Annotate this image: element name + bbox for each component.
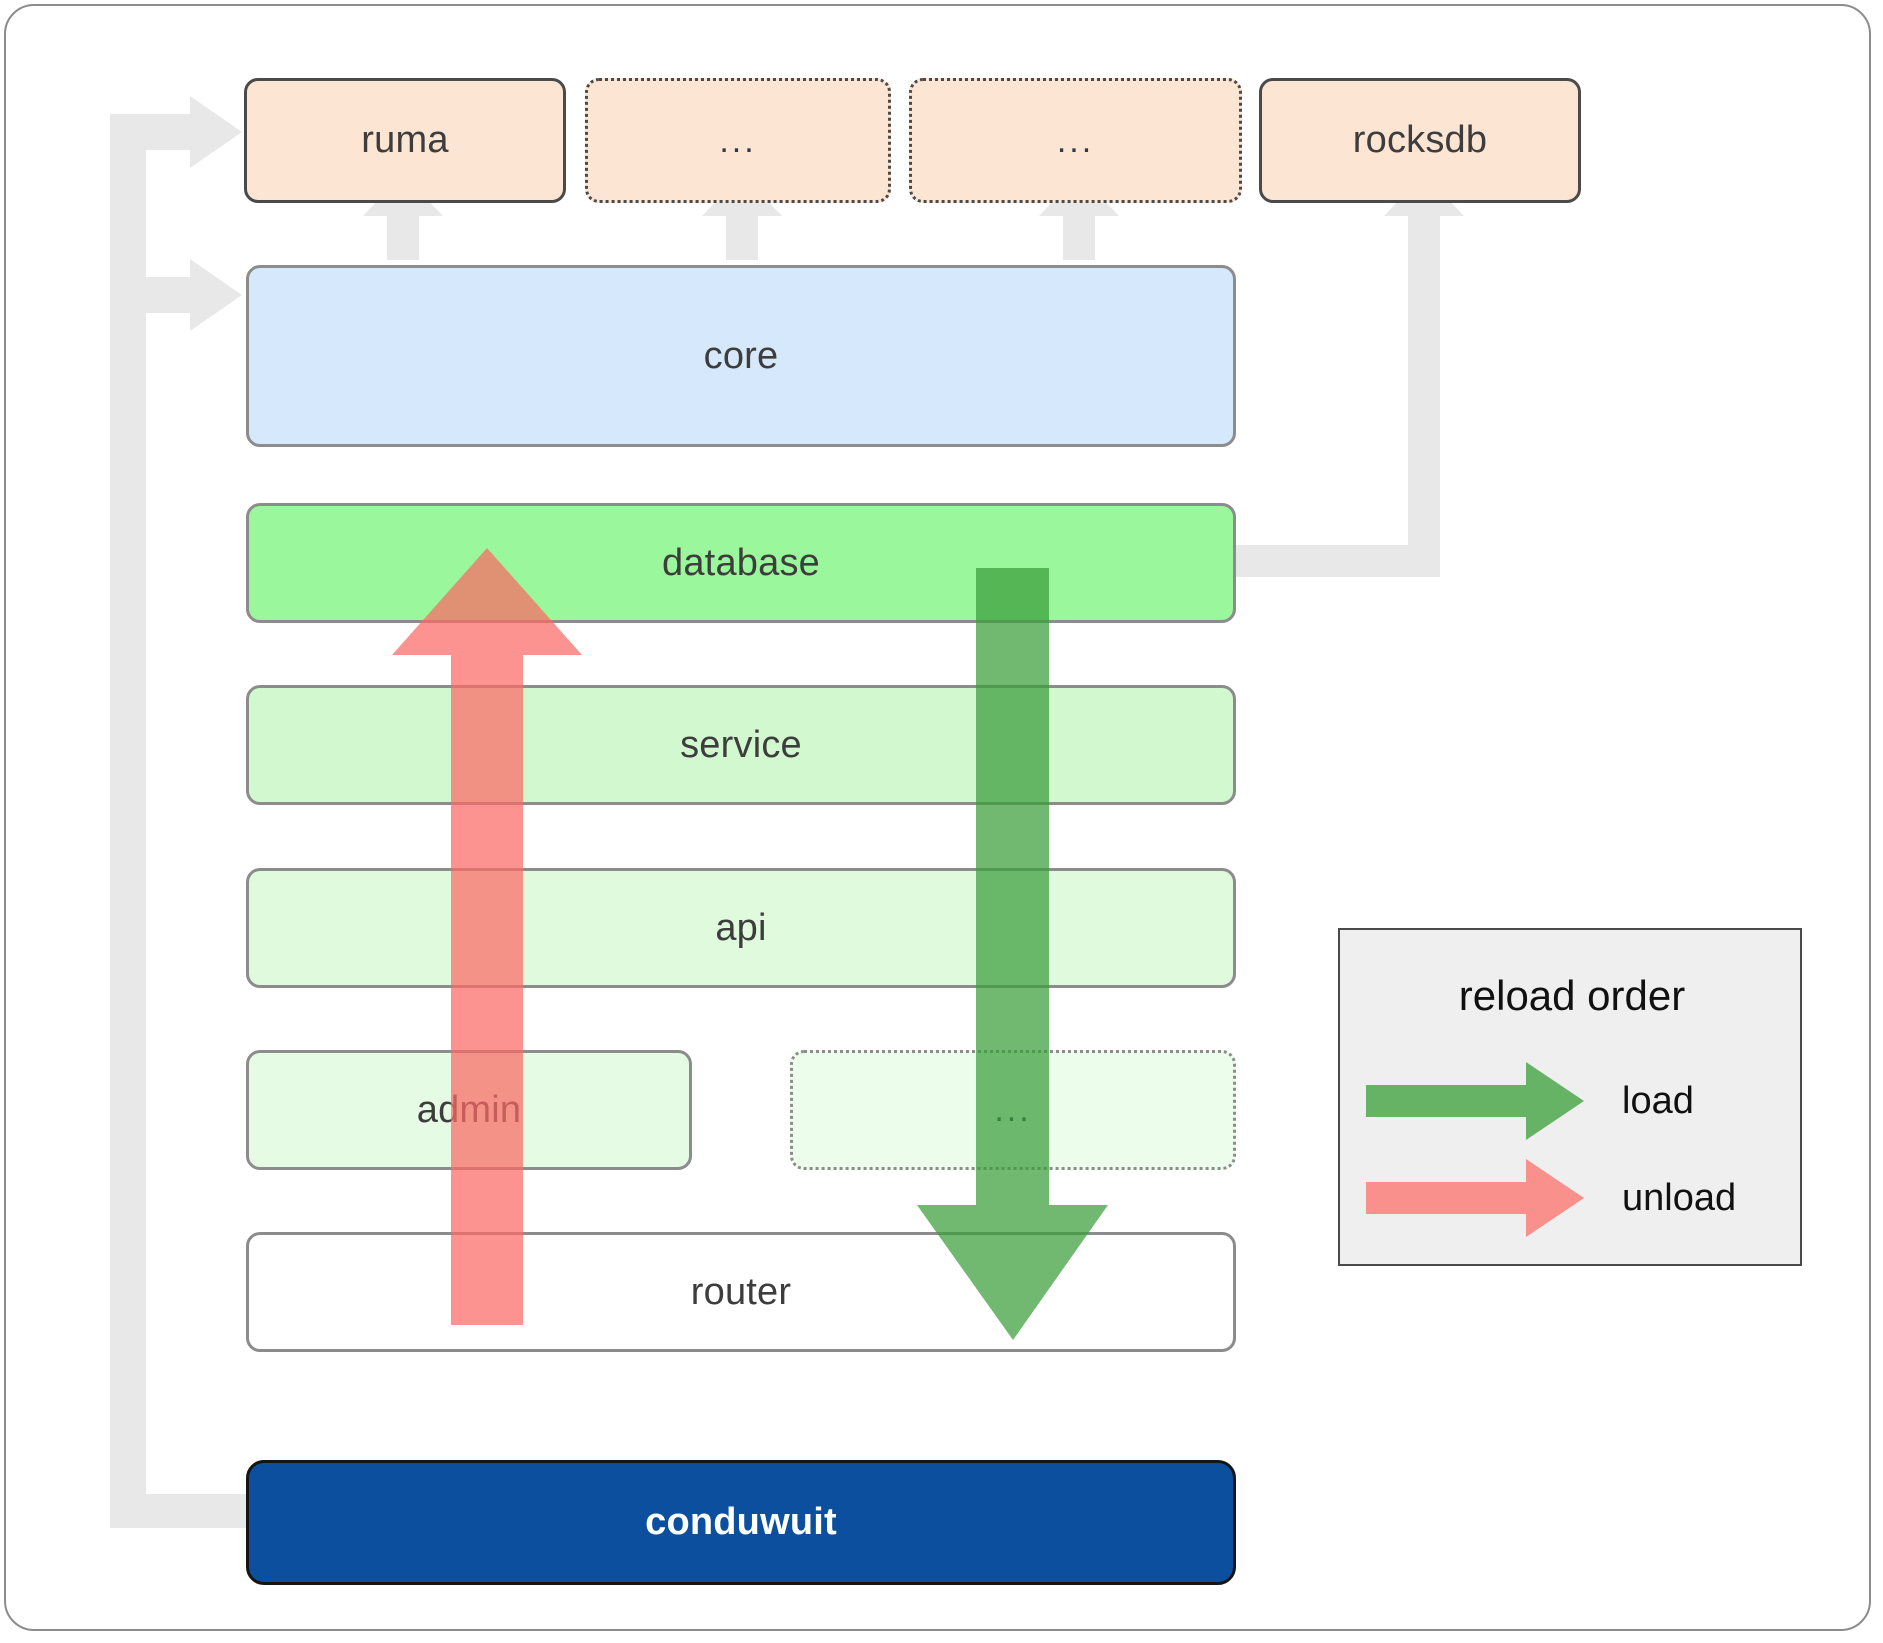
layer-label-admin: admin (416, 1088, 522, 1131)
legend-label-unload: unload (1622, 1177, 1737, 1219)
dependency-label-more-2: ... (1056, 121, 1095, 160)
dependency-box-more-1[interactable]: ... (585, 78, 891, 203)
layer-label-service: service (680, 723, 802, 766)
dependency-box-ruma[interactable]: ruma (244, 78, 566, 203)
layer-label-database: database (662, 541, 820, 584)
layer-box-core[interactable]: core (246, 265, 1236, 447)
unload-arrow-icon (1366, 1159, 1584, 1237)
layer-box-more[interactable]: ... (790, 1050, 1236, 1170)
dependency-label-rocksdb: rocksdb (1352, 119, 1488, 161)
layer-box-api[interactable]: api (246, 868, 1236, 988)
legend-load-arrow-holder (1366, 1062, 1616, 1140)
application-box-conduwuit[interactable]: conduwuit (246, 1460, 1236, 1585)
legend-unload-arrow-holder (1366, 1159, 1616, 1237)
layer-box-router[interactable]: router (246, 1232, 1236, 1352)
layer-box-database[interactable]: database (246, 503, 1236, 623)
layer-box-admin[interactable]: admin (246, 1050, 692, 1170)
layer-box-service[interactable]: service (246, 685, 1236, 805)
layer-label-core: core (703, 334, 779, 377)
dependency-box-rocksdb[interactable]: rocksdb (1259, 78, 1581, 203)
legend-row-load: load (1340, 1062, 1804, 1140)
layer-label-api: api (715, 906, 767, 949)
dependency-label-ruma: ruma (361, 119, 449, 161)
layer-label-router: router (690, 1270, 792, 1313)
legend-label-load: load (1622, 1080, 1694, 1122)
legend-row-unload: unload (1340, 1159, 1804, 1237)
legend-panel: reload order load unload (1338, 928, 1802, 1266)
load-arrow-icon (1366, 1062, 1584, 1140)
dependency-box-more-2[interactable]: ... (909, 78, 1242, 203)
application-label-conduwuit: conduwuit (645, 1501, 837, 1543)
legend-title: reload order (1458, 972, 1686, 1019)
dependency-label-more-1: ... (719, 121, 757, 160)
layer-label-more: ... (994, 1091, 1032, 1129)
diagram-frame (4, 4, 1871, 1631)
